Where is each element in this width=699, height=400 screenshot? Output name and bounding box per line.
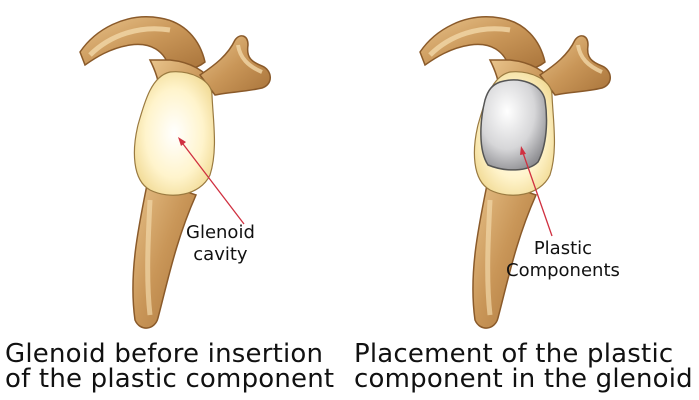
arrow-glenoid (179, 139, 245, 225)
scapula-right (420, 17, 610, 328)
label-plastic-components: Plastic Components (506, 238, 620, 282)
label-line: Plastic (533, 238, 593, 259)
scapula-left (80, 17, 270, 328)
caption-line: of the plastic component (5, 364, 335, 394)
label-line: cavity (193, 244, 248, 265)
caption-right: Placement of the plastic component in th… (354, 339, 693, 394)
caption-left: Glenoid before insertion of the plastic … (5, 339, 335, 394)
label-glenoid-cavity: Glenoid cavity (186, 222, 255, 266)
label-line: Components (506, 260, 620, 281)
caption-line: component in the glenoid (354, 364, 693, 394)
glenoid-cavity (133, 71, 216, 196)
caption-line: Placement of the plastic (354, 339, 674, 369)
caption-line: Glenoid before insertion (5, 339, 324, 369)
label-line: Glenoid (186, 222, 255, 243)
plastic-component (480, 79, 548, 171)
arrow-plastic (521, 149, 553, 237)
